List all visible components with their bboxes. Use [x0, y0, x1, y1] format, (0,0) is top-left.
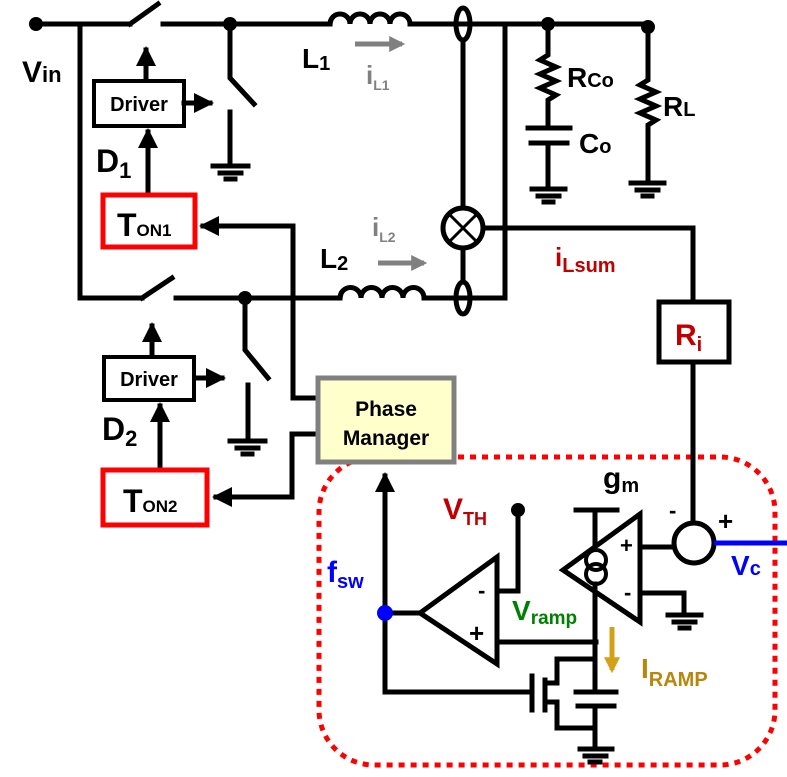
fsw-node [377, 605, 393, 621]
label-il2: iL2 [372, 212, 396, 245]
label-d1: D1 [96, 143, 131, 183]
labels: Vin L1 iL1 L2 iL2 iLsum D1 D2 Driver Dri… [22, 43, 761, 691]
vc-minus: - [669, 498, 676, 523]
ota-plus: + [620, 533, 633, 558]
label-driver2: Driver [120, 369, 178, 391]
label-l1: L1 [302, 43, 330, 75]
control-block-border [316, 454, 778, 768]
label-vth: VTH [443, 493, 487, 529]
label-fsw: fsw [327, 556, 364, 593]
ota-minus: - [624, 580, 631, 605]
inductor-l2 [337, 21, 508, 301]
phase1-power-stage [210, 11, 653, 182]
comparator-plus: + [469, 618, 484, 648]
ton2-box [100, 467, 210, 528]
vc-summer-icon [671, 520, 717, 566]
label-ton1: TON1 [117, 207, 172, 243]
label-vin: Vin [22, 56, 62, 89]
phase2-power-stage [227, 21, 508, 457]
label-phase-manager-2: Manager [343, 427, 429, 450]
label-iramp: IRAMP [641, 653, 708, 691]
phase1-control [92, 46, 321, 401]
label-rco: RCo [567, 62, 614, 93]
ramp-comparator [375, 472, 787, 765]
label-l2: L2 [320, 243, 348, 275]
label-ilsum: iLsum [555, 242, 616, 277]
label-gm: gm [603, 462, 639, 497]
label-vramp: Vramp [512, 595, 577, 629]
label-co: Co [579, 128, 611, 159]
vc-plus: + [718, 506, 733, 536]
inductor-l1 [327, 11, 653, 27]
phase-manager-box [315, 375, 457, 465]
ton1-box [100, 192, 198, 250]
output-network [525, 17, 667, 205]
label-rl: RL [663, 91, 695, 122]
label-driver1: Driver [110, 94, 168, 116]
label-ri: Ri [675, 319, 702, 356]
phase2-control [100, 322, 319, 528]
label-ton2: TON2 [123, 483, 178, 519]
input-rail [29, 0, 343, 302]
label-d2: D2 [102, 411, 137, 451]
current-sense [440, 5, 732, 526]
label-il1: iL1 [366, 60, 390, 93]
label-vc: Vc [731, 550, 761, 581]
label-phase-manager-1: Phase [355, 398, 417, 421]
comparator-minus: - [478, 578, 485, 603]
